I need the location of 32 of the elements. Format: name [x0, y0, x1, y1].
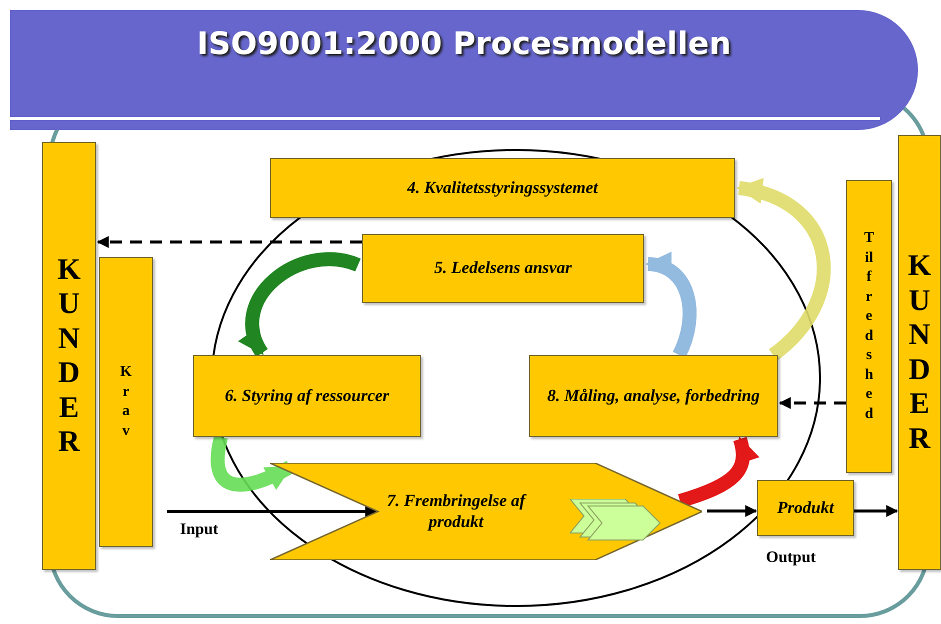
- curved-arrow: [645, 254, 697, 358]
- output-label: Output: [766, 549, 816, 567]
- curved-arrow: [678, 436, 759, 508]
- arrow: [167, 506, 378, 518]
- curved-arrow: [210, 436, 294, 492]
- process-label: 8. Måling, analyse, forbedring: [546, 386, 761, 406]
- vertical-label: Tilfredshed: [864, 229, 874, 424]
- vertical-bar: [99, 257, 153, 547]
- process-box: [270, 158, 735, 218]
- vertical-bar: [42, 142, 96, 570]
- process-label: 4. Kvalitetsstyringssystemet: [406, 178, 600, 198]
- arrow: [854, 505, 898, 517]
- vertical-label: KUNDER: [57, 252, 81, 460]
- arrow: [778, 397, 846, 409]
- curved-arrow: [240, 252, 360, 356]
- process-chevron: [270, 463, 702, 560]
- edge-label: Input: [180, 521, 218, 539]
- process-label: Produkt: [776, 498, 836, 518]
- process-label: 6. Styring af ressourcer: [224, 386, 390, 406]
- vertical-bar: [846, 180, 892, 473]
- arrow: [707, 505, 758, 517]
- arrow: [96, 236, 362, 248]
- process-label: 7. Frembringelse af produkt: [386, 491, 528, 532]
- vertical-label: Krav: [120, 363, 132, 440]
- title: ISO9001:2000 Procesmodellen: [196, 26, 732, 64]
- process-box: [529, 355, 778, 437]
- vertical-label: KUNDER: [908, 249, 932, 456]
- process-box: [362, 234, 644, 303]
- process-box: [193, 355, 421, 437]
- vertical-bar: [898, 135, 941, 570]
- process-label: 5. Ledelsens ansvar: [433, 258, 573, 279]
- curved-arrow: [736, 180, 831, 360]
